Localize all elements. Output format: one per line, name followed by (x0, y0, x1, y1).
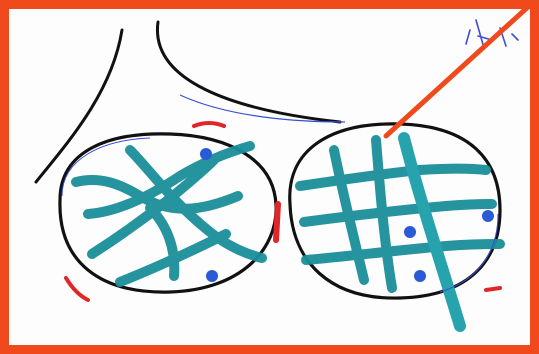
left-cell (60, 134, 276, 292)
red-mark-top (194, 123, 224, 126)
red-mark-junction (276, 204, 278, 240)
stalk-outline-left (36, 30, 122, 182)
thin-outline (62, 138, 150, 196)
right-fiber (304, 204, 492, 222)
stalk-outline-right (157, 22, 340, 122)
pointer-line (386, 6, 529, 136)
right-fiber (300, 169, 486, 187)
left-dot (200, 148, 212, 160)
right-fiber (306, 244, 500, 260)
right-cell (290, 124, 500, 326)
red-mark-bottom-right (486, 288, 500, 290)
right-dot (414, 270, 426, 282)
left-dot (206, 270, 218, 282)
right-dot (404, 226, 416, 238)
right-dot (482, 210, 494, 222)
red-mark-bottom-left (66, 278, 88, 300)
